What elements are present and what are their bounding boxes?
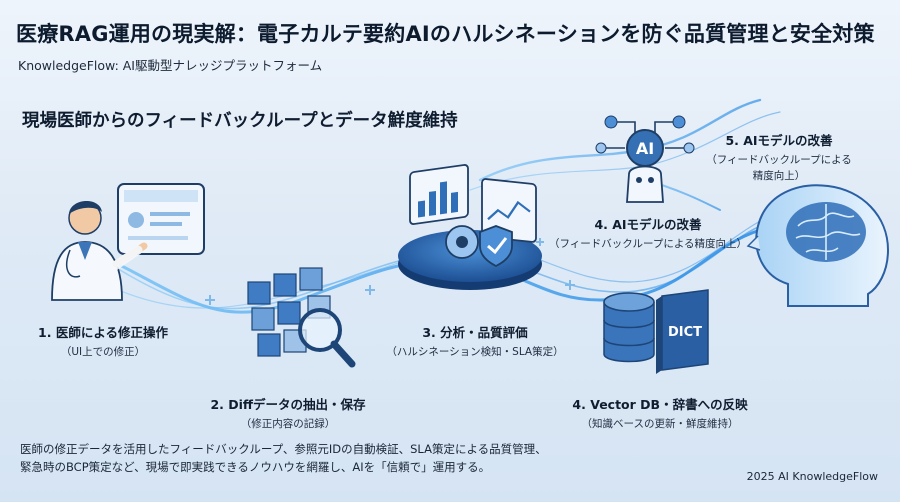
dict-label: DICT (668, 325, 702, 340)
section-title: 現場医師からのフィードバックループとデータ鮮度維持 (22, 111, 458, 131)
ai-robot-icon: AI (595, 115, 695, 203)
ai-chip-label: AI (636, 139, 654, 158)
step-3-label: 3. 分析・品質評価 （ハルシネーション検知・SLA策定） (380, 322, 570, 359)
step-2-title: 2. Diffデータの抽出・保存 (210, 397, 366, 412)
step-1-title: 1. 医師による修正操作 (38, 325, 168, 340)
page-subtitle: KnowledgeFlow: AI駆動型ナレッジプラットフォーム (18, 58, 323, 73)
footer-line-1: 医師の修正データを活用したフィードバックループ、参照元IDの自動検証、SLA策定… (20, 442, 547, 456)
data-blocks-icon (247, 267, 356, 368)
step-1-label: 1. 医師による修正操作 （UI上での修正） (28, 322, 178, 359)
step-1-note: （UI上での修正） (60, 346, 146, 358)
doctor-icon (51, 183, 205, 301)
sparkles (205, 238, 575, 305)
copyright: 2025 AI KnowledgeFlow (746, 470, 878, 483)
step-5-title: 5. AIモデルの改善 (725, 133, 833, 148)
footer-line-2: 緊急時のBCP策定など、現場で即実践できるノウハウを網羅し、AIを「信頼で」運用… (20, 460, 491, 474)
step-4-ai-note: （フィードバックループによる精度向上） (548, 238, 748, 250)
step-2-label: 2. Diffデータの抽出・保存 （修正内容の記録） (198, 394, 378, 431)
step-5-note-line-1: （フィードバックループによる (706, 154, 852, 166)
step-3-note: （ハルシネーション検知・SLA策定） (386, 346, 564, 358)
step-4-db-note: （知識ベースの更新・鮮度維持） (581, 418, 739, 430)
step-5-label: 5. AIモデルの改善 （フィードバックループによる 精度向上） (694, 130, 864, 183)
step-2-note: （修正内容の記録） (240, 418, 336, 430)
ai-brain-icon (746, 184, 890, 307)
step-4-db-label: 4. Vector DB・辞書への反映 （知識ベースの更新・鮮度維持） (560, 394, 760, 431)
step-4-ai-title: 4. AIモデルの改善 (594, 217, 702, 232)
database-dictionary-icon: DICT (603, 289, 709, 374)
analytics-platform-icon (398, 164, 542, 290)
step-4-ai-label: 4. AIモデルの改善 （フィードバックループによる精度向上） (538, 214, 758, 251)
footer-description: 医師の修正データを活用したフィードバックループ、参照元IDの自動検証、SLA策定… (20, 440, 547, 476)
page-title: 医療RAG運用の現実解：電子カルテ要約AIのハルシネーションを防ぐ品質管理と安全… (16, 22, 875, 46)
step-4-db-title: 4. Vector DB・辞書への反映 (572, 397, 748, 412)
step-3-title: 3. 分析・品質評価 (422, 325, 528, 340)
step-5-note-line-2: 精度向上） (752, 170, 806, 182)
